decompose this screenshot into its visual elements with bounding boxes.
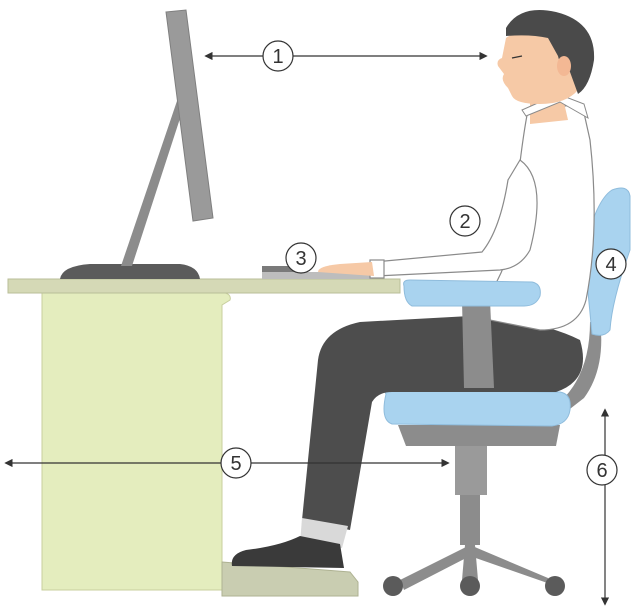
- callout-6-label: 6: [596, 460, 607, 482]
- callout-3: 3: [286, 243, 316, 273]
- monitor-base: [60, 264, 200, 279]
- callout-5-label: 5: [230, 453, 241, 475]
- desk-top: [8, 279, 400, 293]
- callout-1: 1: [263, 41, 293, 71]
- desk-leg: [42, 292, 230, 590]
- chair-wheel: [383, 576, 403, 596]
- callout-1-label: 1: [272, 46, 283, 68]
- callout-4: 4: [596, 249, 626, 279]
- callout-5: 5: [221, 448, 251, 478]
- chair-wheel: [460, 576, 480, 596]
- chair-seat: [384, 390, 570, 426]
- callout-2: 2: [450, 206, 480, 236]
- callout-3-label: 3: [295, 248, 306, 270]
- callout-6: 6: [587, 455, 617, 485]
- callout-2-label: 2: [459, 211, 470, 233]
- chair-wheel: [545, 576, 565, 596]
- monitor-icon: [60, 10, 213, 279]
- callout-4-label: 4: [605, 254, 616, 276]
- monitor-stand: [121, 98, 186, 266]
